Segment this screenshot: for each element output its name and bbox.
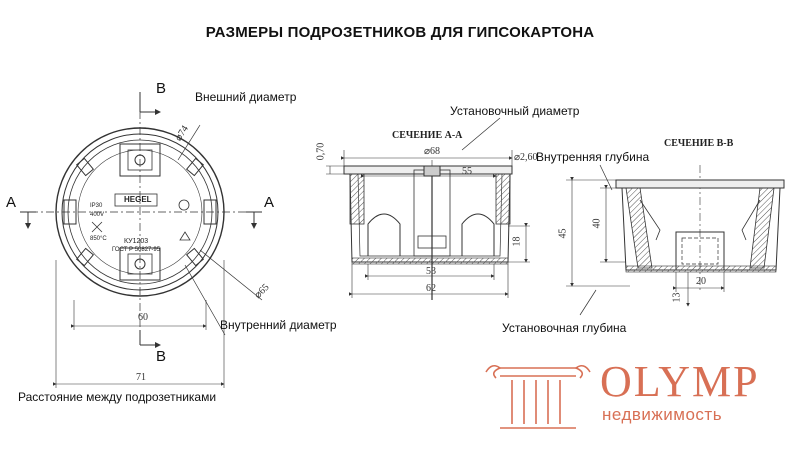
section-mark-b-top: B: [156, 80, 167, 97]
marking-gost: ГОСТ Р 50827-95: [112, 247, 161, 253]
dim-d260: ⌀2,60: [514, 152, 538, 163]
dim-20: 20: [696, 276, 706, 287]
marking-ip: IP30: [90, 203, 103, 209]
label-outer-diameter: Внешний диаметр: [195, 90, 297, 104]
label-install-diameter: Установочный диаметр: [450, 104, 580, 118]
section-bb-title: СЕЧЕНИЕ В-В: [664, 138, 734, 149]
top-view: [20, 92, 263, 388]
logo-subtitle: недвижимость: [602, 405, 723, 424]
section-aa-view: [326, 117, 530, 300]
logo-word: OLYMP: [600, 357, 760, 406]
label-box-spacing: Расстояние между подрозетниками: [18, 390, 217, 404]
dim-40: 40: [591, 218, 603, 229]
dim-45: 45: [557, 228, 569, 239]
dim-71: 71: [136, 372, 146, 383]
olymp-logo-symbol: [485, 364, 591, 429]
label-install-depth: Установочная глубина: [502, 321, 627, 335]
dim-60: 60: [138, 312, 148, 323]
section-aa-title: СЕЧЕНИЕ А-А: [392, 130, 463, 141]
dim-53: 53: [426, 266, 436, 277]
section-mark-b-bottom: B: [156, 348, 167, 365]
page-title: РАЗМЕРЫ ПОДРОЗЕТНИКОВ ДЛЯ ГИПСОКАРТОНА: [205, 24, 595, 41]
dim-13: 13: [671, 292, 683, 303]
dim-55: 55: [462, 166, 472, 177]
section-mark-a-right: A: [264, 194, 275, 211]
dim-18: 18: [511, 236, 523, 247]
bottom-lug: [119, 247, 161, 281]
marking-model: КУ1203: [124, 238, 149, 245]
label-inner-depth: Внутренняя глубина: [536, 150, 650, 164]
marking-voltage: 400V: [90, 212, 105, 218]
marking-temp: 850°C: [90, 236, 107, 242]
dim-070: 0,70: [315, 142, 327, 161]
top-lug: [119, 143, 161, 177]
outer-circle: [55, 127, 225, 297]
marking-brand: HEGEL: [124, 195, 152, 204]
section-bb-view: [566, 164, 785, 316]
section-mark-a-left: A: [6, 194, 17, 211]
dim-62: 62: [426, 283, 436, 294]
label-inner-diameter: Внутренний диаметр: [220, 318, 337, 332]
dim-d68: ⌀68: [424, 146, 441, 157]
